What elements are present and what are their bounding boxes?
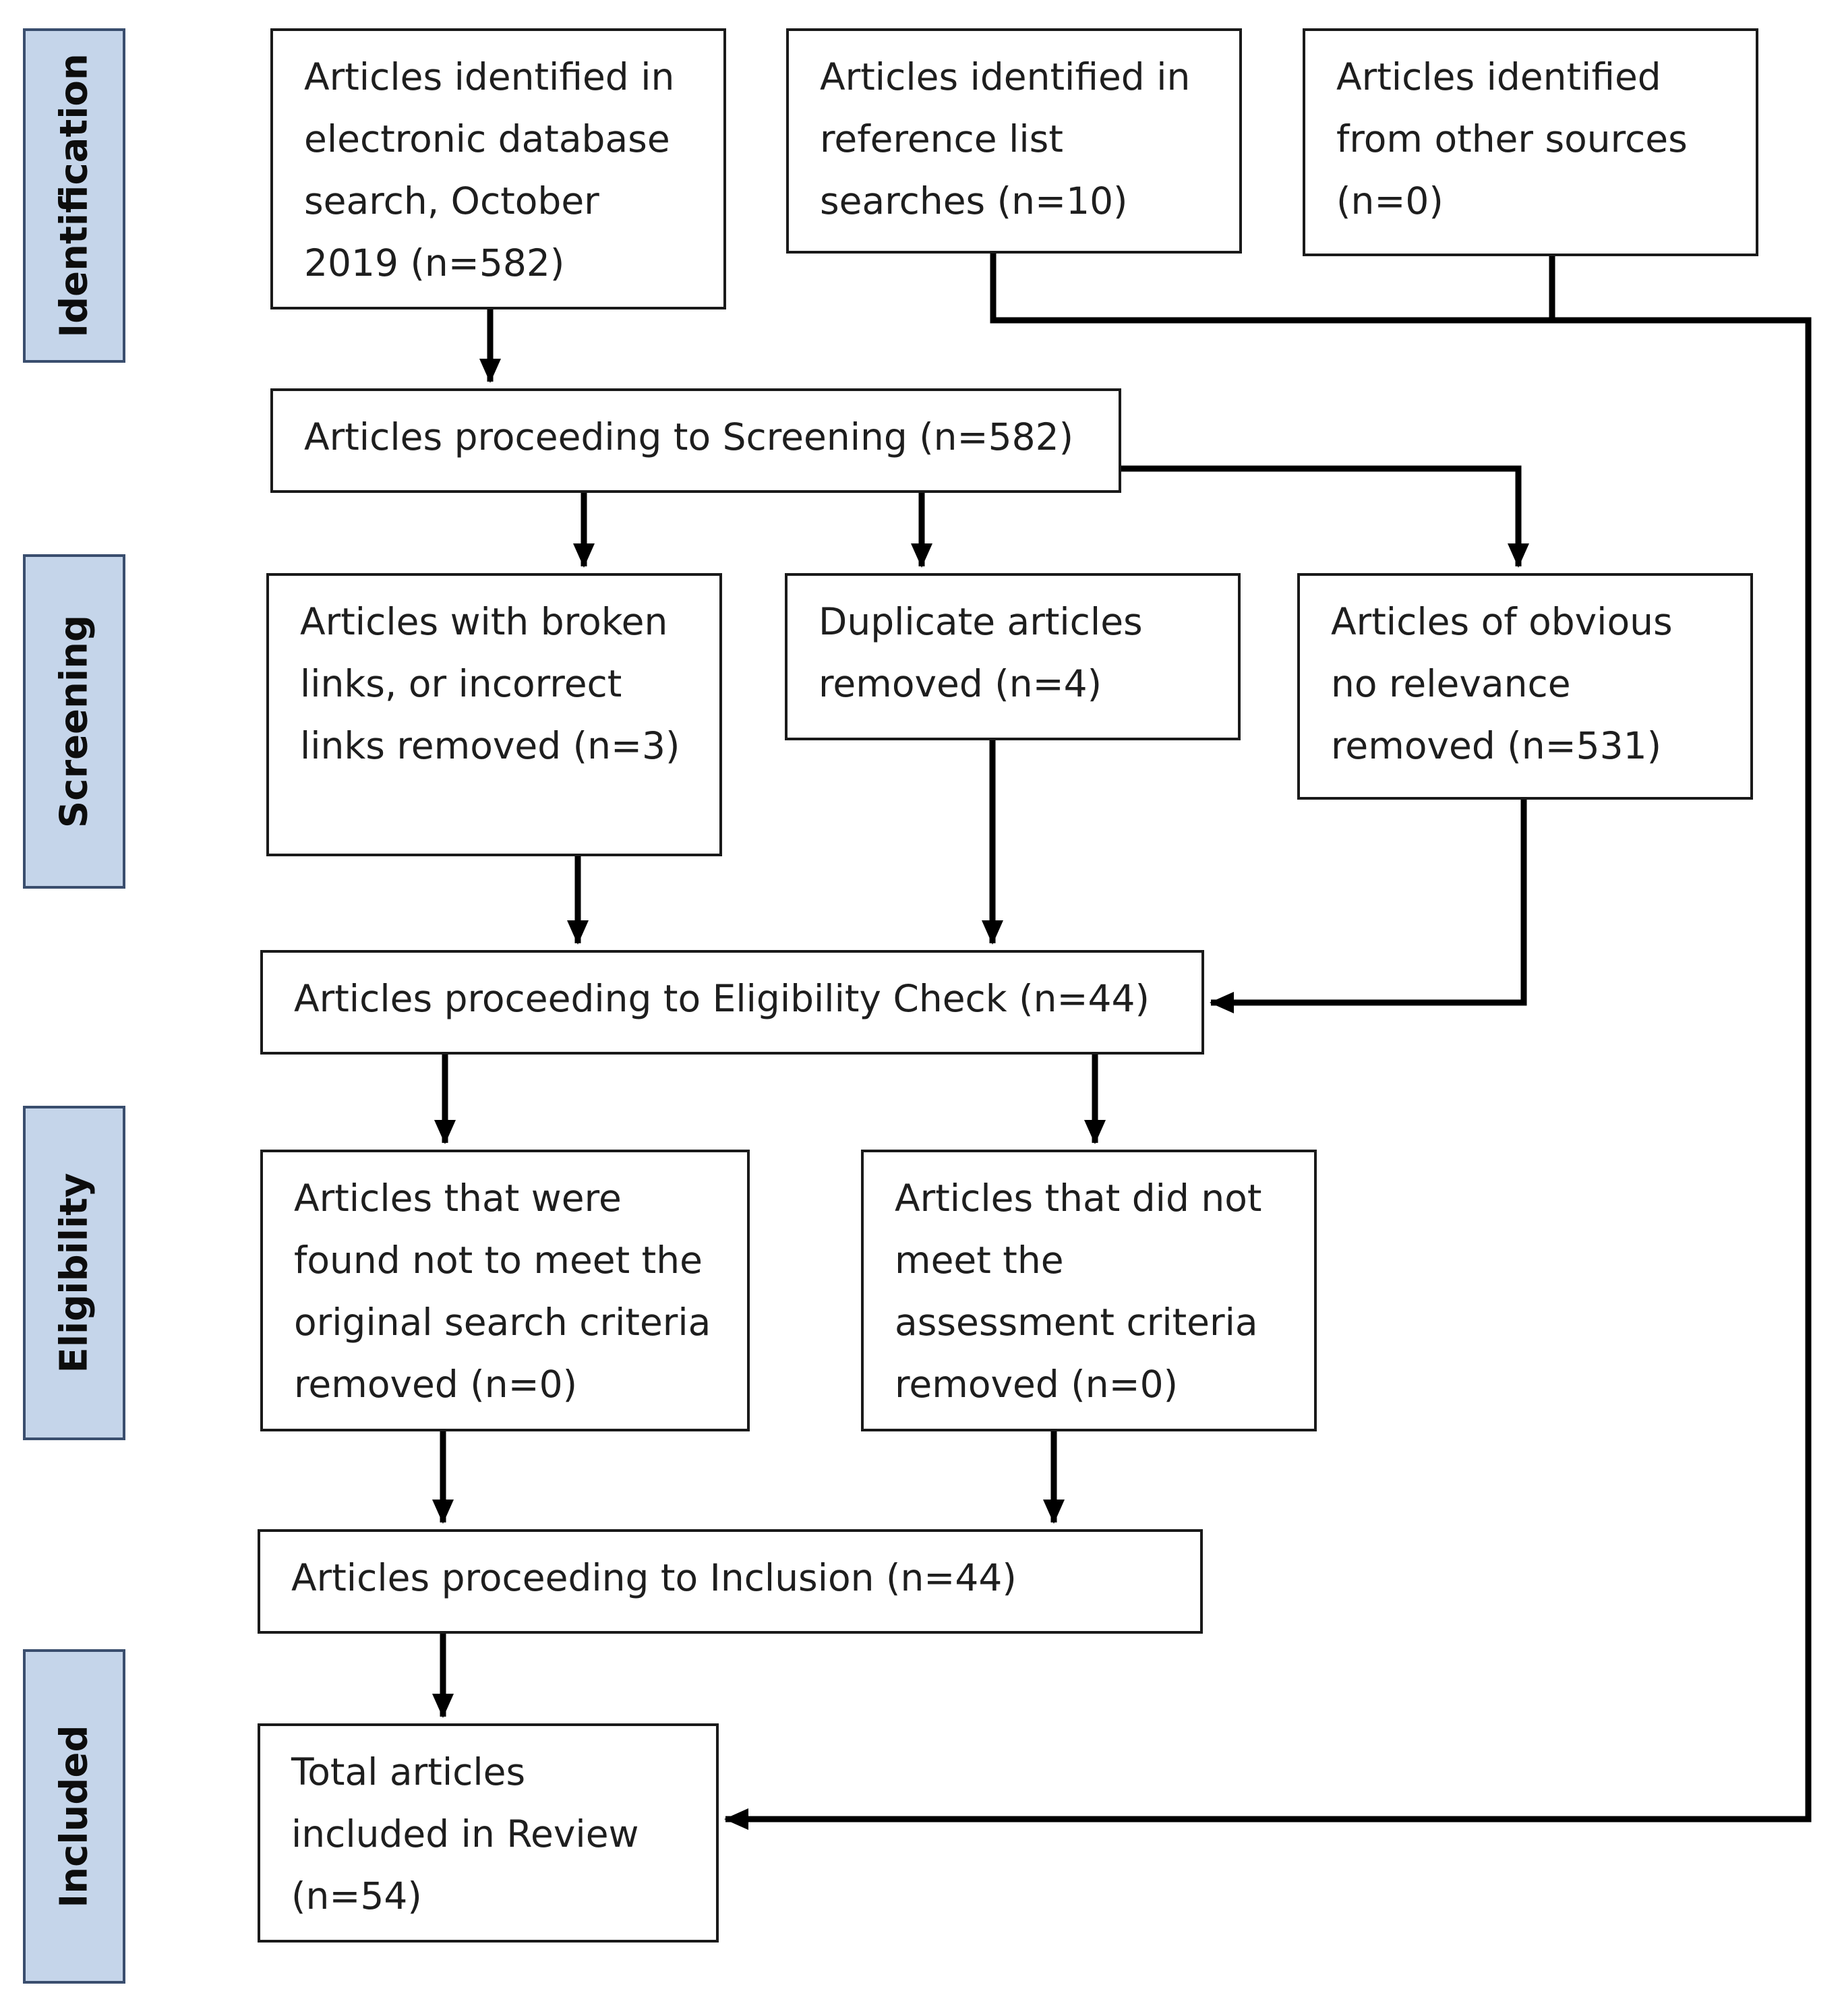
box-line: original search criteria [294,1301,711,1344]
box-line: links, or incorrect [300,662,622,705]
box-eligibility-check: Articles proceeding to Eligibility Check… [260,950,1204,1055]
box-line: Articles identified in [820,55,1191,98]
box-line: removed (n=0) [895,1363,1179,1406]
box-line: (n=54) [291,1874,422,1918]
box-line: removed (n=0) [294,1363,578,1406]
phase-included: Included [23,1649,125,1984]
phase-eligibility: Eligibility [23,1106,125,1440]
box-line: reference list [820,117,1063,160]
box-line: meet the [895,1239,1064,1282]
box-line: included in Review [291,1812,639,1856]
box-screening: Articles proceeding to Screening (n=582) [270,388,1121,493]
box-line: from other sources [1336,117,1688,160]
box-line: Articles that were [294,1177,622,1220]
box-line: Articles identified [1336,55,1661,98]
box-inclusion: Articles proceeding to Inclusion (n=44) [258,1529,1203,1634]
box-line: electronic database [304,117,670,160]
box-line: Articles proceeding to Inclusion (n=44) [291,1556,1017,1599]
box-line: Articles with broken [300,600,668,643]
box-broken-links: Articles with broken links, or incorrect… [266,573,722,856]
box-duplicates: Duplicate articles removed (n=4) [785,573,1241,740]
box-line: search, October [304,179,599,223]
arrow-no-relevance-to-eligibility [1210,800,1527,1013]
box-line: (n=0) [1336,179,1444,223]
box-line: Articles proceeding to Screening (n=582) [304,415,1074,458]
box-line: assessment criteria [895,1301,1258,1344]
box-line: Articles proceeding to Eligibility Check… [294,977,1150,1020]
box-line: links removed (n=3) [300,724,680,767]
phase-identification: Identification [23,28,125,363]
box-line: found not to meet the [294,1239,703,1282]
box-line: Articles identified in [304,55,675,98]
box-reference-list-searches: Articles identified in reference list se… [786,28,1242,254]
box-line: 2019 (n=582) [304,241,565,285]
line-reference-down [724,254,1812,1830]
box-line: searches (n=10) [820,179,1128,223]
arrow-screening-to-no-relevance [1121,465,1529,568]
box-no-relevance: Articles of obvious no relevance removed… [1297,573,1753,800]
box-other-sources: Articles identified from other sources (… [1303,28,1758,256]
box-line: Duplicate articles [819,600,1143,643]
box-line: Total articles [291,1750,526,1793]
box-assessment-criteria: Articles that did not meet the assessmen… [861,1150,1317,1431]
box-line: removed (n=4) [819,662,1102,705]
box-line: Articles of obvious [1331,600,1673,643]
phase-screening: Screening [23,554,125,889]
box-line: no relevance [1331,662,1571,705]
box-search-criteria: Articles that were found not to meet the… [260,1150,750,1431]
box-line: Articles that did not [895,1177,1262,1220]
box-total-included: Total articles included in Review (n=54) [258,1723,719,1943]
box-database-search: Articles identified in electronic databa… [270,28,726,309]
box-line: removed (n=531) [1331,724,1662,767]
